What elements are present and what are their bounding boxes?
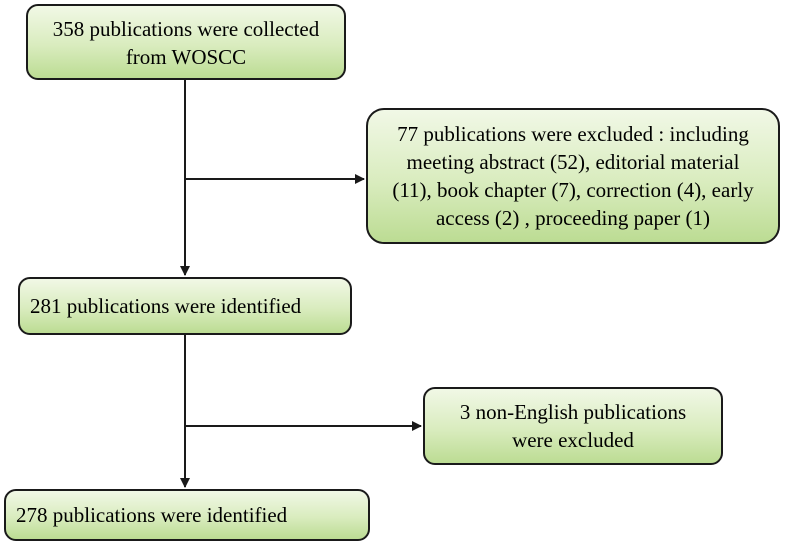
excluded-types-box: 77 publications were excluded : includin… — [366, 108, 780, 244]
identified-first-text: 281 publications were identified — [30, 294, 302, 318]
excluded-language-box: 3 non-English publications were excluded — [423, 387, 723, 465]
excluded-types-text: 77 publications were excluded : includin… — [392, 122, 754, 230]
identified-first-box: 281 publications were identified — [18, 277, 352, 335]
identified-final-box: 278 publications were identified — [4, 489, 370, 541]
collected-text: 358 publications were collected from WOS… — [52, 17, 320, 69]
identified-final-text: 278 publications were identified — [16, 503, 288, 527]
collected-box: 358 publications were collected from WOS… — [26, 4, 346, 80]
excluded-language-text: 3 non-English publications were excluded — [459, 400, 687, 452]
